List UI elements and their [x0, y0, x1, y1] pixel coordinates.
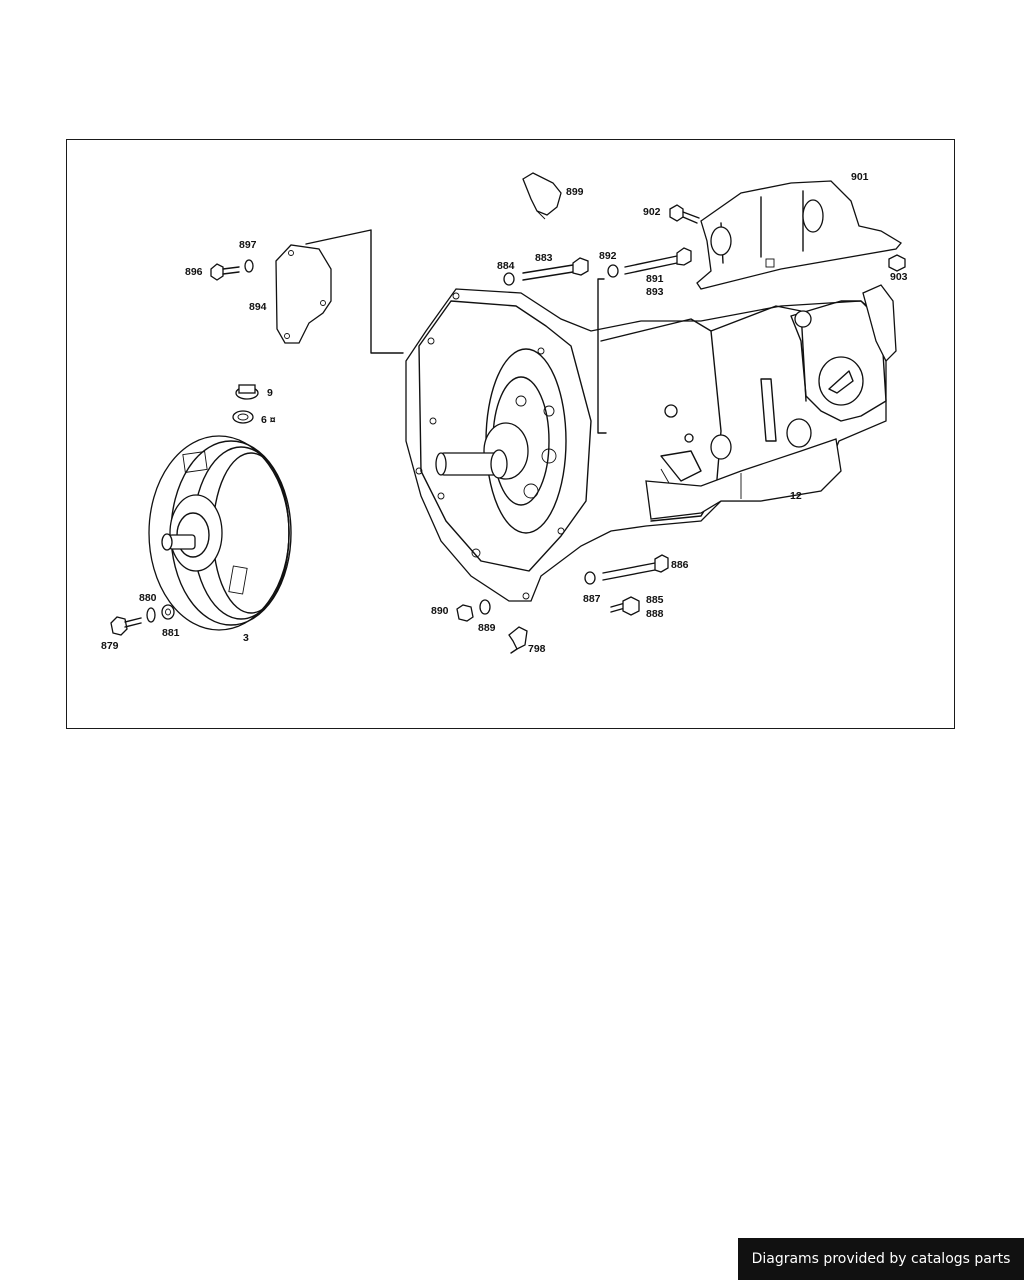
callout-901: 901: [851, 171, 869, 183]
callout-888: 888: [646, 608, 664, 620]
callout-886: 886: [671, 559, 689, 571]
callout-897: 897: [239, 239, 257, 251]
callout-879: 879: [101, 640, 119, 652]
credit-text: Diagrams provided by catalogs parts: [751, 1251, 1011, 1267]
callout-9: 9: [267, 387, 273, 399]
callout-893: 893: [646, 286, 664, 298]
callout-892: 892: [599, 250, 617, 262]
callout-903: 903: [890, 271, 908, 283]
heat-shield-drawing: [696, 180, 906, 290]
callout-3: 3: [243, 632, 249, 644]
bolt-885-drawing: [610, 596, 640, 616]
bolt-902-drawing: [669, 204, 700, 224]
cover-plate-drawing: [275, 229, 404, 354]
transmission-housing-drawing: [405, 278, 897, 602]
callout-887: 887: [583, 593, 601, 605]
callout-798: 798: [528, 643, 546, 655]
callout-894: 894: [249, 301, 267, 313]
callout-890: 890: [431, 605, 449, 617]
nut-890-drawing: [456, 599, 528, 654]
bolt-883-drawing: [503, 257, 589, 286]
parts-diagram-frame: 899 901 902 903 897 896 894 884 883 892 …: [66, 139, 955, 729]
bolt-891-drawing: [607, 247, 692, 278]
plug-9-drawing: [232, 384, 259, 424]
callout-881: 881: [162, 627, 180, 639]
callout-880: 880: [139, 592, 157, 604]
credit-banner: Diagrams provided by catalogs parts: [738, 1238, 1024, 1280]
bolt-896-drawing: [210, 259, 254, 281]
callout-896: 896: [185, 266, 203, 278]
callout-902: 902: [643, 206, 661, 218]
callout-899: 899: [566, 186, 584, 198]
bracket-899-drawing: [522, 172, 562, 220]
torque-converter-drawing: [148, 435, 292, 631]
callout-883: 883: [535, 252, 553, 264]
callout-884: 884: [497, 260, 515, 272]
callout-889: 889: [478, 622, 496, 634]
exploded-view-drawing: 899 901 902 903 897 896 894 884 883 892 …: [101, 171, 908, 655]
callout-891: 891: [646, 273, 664, 285]
callout-12: 12: [790, 490, 802, 502]
bolt-879-drawing: [110, 604, 175, 636]
callout-885: 885: [646, 594, 664, 606]
callout-6: 6 ¤: [261, 414, 276, 426]
bolt-886-drawing: [584, 554, 669, 585]
